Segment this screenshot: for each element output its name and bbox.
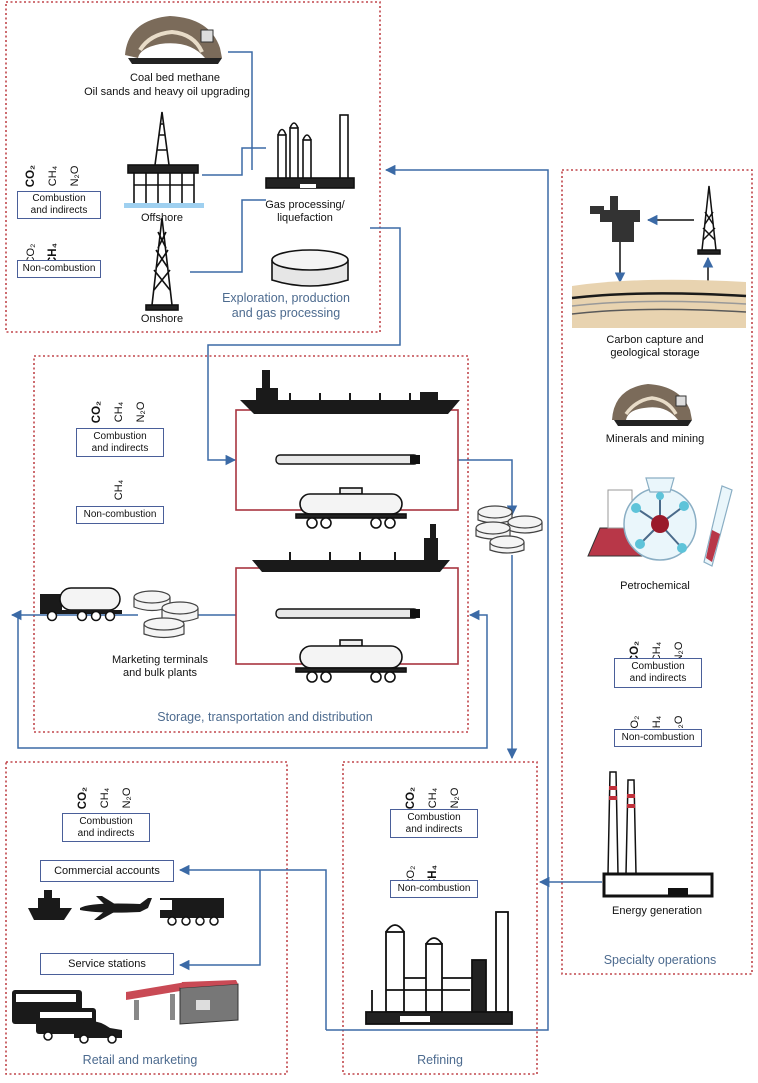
flow-refining-to-commercial — [178, 864, 327, 1030]
power-plant-icon — [602, 771, 714, 898]
flow-coal-to-gas — [228, 51, 253, 170]
label-carbon-capture: Carbon capture and geological storage — [606, 334, 704, 359]
section-title-exploration: Exploration, production and gas processi… — [222, 291, 350, 320]
airplane-icon — [80, 896, 152, 920]
locomotive-icon — [160, 898, 224, 926]
storage-tanks-icon — [133, 590, 199, 639]
section-retail-border — [5, 761, 288, 1075]
section-exploration-border — [5, 1, 381, 333]
service-stations-box: Service stations — [40, 953, 174, 975]
non-combustion-box-specialty: Non-combustion — [614, 729, 702, 747]
ship-icon — [28, 890, 72, 920]
flow-commercial-branch — [178, 870, 261, 971]
section-specialty-border — [561, 169, 753, 975]
rail-tank-car-icon — [295, 487, 407, 529]
label-onshore: Onshore — [140, 313, 184, 325]
label-minerals: Minerals and mining — [605, 433, 705, 445]
commercial-accounts-box: Commercial accounts — [40, 860, 174, 882]
non-combustion-box-refining: Non-combustion — [390, 880, 478, 898]
section-title-specialty: Specialty operations — [603, 953, 717, 967]
bus-icon — [12, 990, 122, 1044]
offshore-rig-icon — [124, 111, 204, 208]
label-energy-generation: Energy generation — [612, 905, 702, 917]
flow-pipeline-out — [458, 459, 518, 517]
coal-mine-icon — [125, 16, 222, 64]
section-storage-border — [33, 355, 469, 733]
rail-tank-car-icon-2 — [295, 639, 407, 683]
combustion-box-exploration: Combustion and indirects — [17, 191, 101, 219]
section-title-refining: Refining — [417, 1053, 463, 1067]
combustion-box-specialty: Combustion and indirects — [614, 658, 702, 688]
label-petrochemical: Petrochemical — [620, 580, 690, 592]
refinery-icon — [365, 911, 513, 1025]
label-coal-bed: Coal bed methane — [130, 72, 220, 84]
combustion-box-retail: Combustion and indirects — [62, 813, 150, 842]
label-marketing-terminals: Marketing terminals and bulk plants — [112, 654, 208, 679]
pipeline-icon — [275, 454, 420, 619]
label-offshore: Offshore — [141, 212, 183, 224]
flow-onshore-to-gas — [190, 199, 266, 273]
section-title-retail: Retail and marketing — [82, 1053, 198, 1067]
service-station-icon — [126, 980, 239, 1025]
flow-retail-loop — [17, 609, 488, 749]
label-oil-sands: Oil sands and heavy oil upgrading — [84, 86, 250, 98]
section-title-storage: Storage, transportation and distribution — [157, 710, 373, 724]
combustion-box-refining: Combustion and indirects — [390, 809, 478, 838]
gas-plant-icon — [265, 114, 355, 189]
flow-offshore-to-gas — [202, 147, 266, 176]
non-combustion-box-storage: Non-combustion — [76, 506, 164, 524]
barge-icon — [252, 524, 450, 572]
tank-truck-icon — [40, 587, 122, 622]
section-refining-border — [342, 761, 538, 1075]
flow-exploration-to-storage — [207, 227, 401, 466]
flow-refining-up — [326, 882, 549, 1031]
storage-tank-icon — [271, 249, 349, 287]
injection-wellhead-icon — [590, 196, 640, 242]
combustion-box-storage: Combustion and indirects — [76, 428, 164, 457]
derrick-icon — [697, 185, 721, 255]
onshore-derrick-icon — [145, 217, 179, 311]
flow-specialty-to-exploration — [384, 164, 549, 882]
storage-tanks-icon-2 — [475, 505, 543, 554]
petrochemical-flask-icon — [587, 477, 733, 567]
non-combustion-box-exploration: Non-combustion — [17, 260, 101, 278]
tanker-ship-icon — [240, 370, 460, 414]
coal-mine-icon-2 — [612, 384, 692, 426]
geological-layers-icon — [571, 279, 747, 328]
label-gas-processing: Gas processing/ liquefaction — [265, 199, 345, 224]
